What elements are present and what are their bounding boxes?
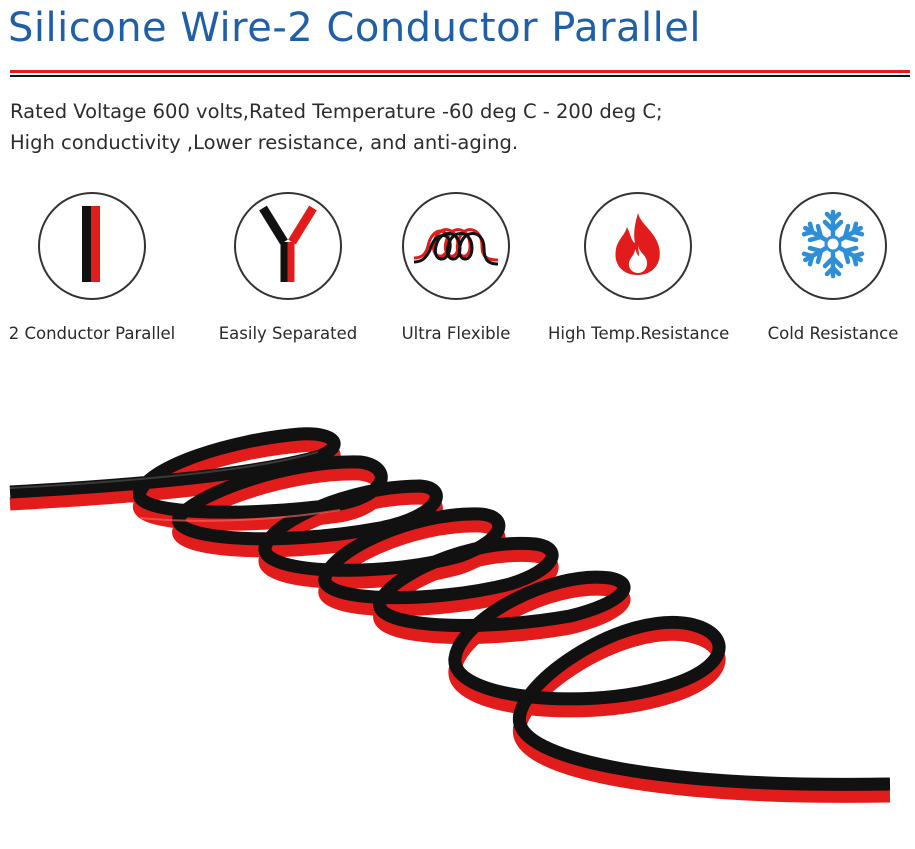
feature-label: Ultra Flexible — [401, 324, 511, 343]
parallel-conductor-icon — [72, 204, 112, 289]
coiled-wire-illustration — [9, 427, 891, 803]
feature-label: Easily Separated — [218, 324, 358, 343]
product-wire-image — [0, 400, 915, 844]
description-line-2: High conductivity ,Lower resistance, and… — [10, 131, 519, 154]
feature-label: 2 Conductor Parallel — [8, 324, 176, 343]
page-title: Silicone Wire-2 Conductor Parallel — [8, 5, 701, 51]
feature-label: Cold Resistance — [767, 324, 899, 343]
description: Rated Voltage 600 volts,Rated Temperatur… — [10, 96, 910, 158]
separated-wire-icon — [253, 202, 323, 291]
feature-label: High Temp.Resistance — [548, 324, 730, 343]
title-underline-red — [10, 70, 910, 73]
feature-circle — [234, 192, 342, 300]
coiled-wire-icon — [412, 214, 500, 279]
feature-separated: Easily Separated — [198, 192, 378, 343]
feature-cold: Cold Resistance — [743, 192, 915, 343]
feature-circle — [584, 192, 692, 300]
feature-circle — [402, 192, 510, 300]
description-line-1: Rated Voltage 600 volts,Rated Temperatur… — [10, 100, 663, 123]
feature-circle — [38, 192, 146, 300]
feature-circle — [779, 192, 887, 300]
flame-icon — [611, 211, 665, 282]
snowflake-icon — [795, 206, 871, 287]
title-underline-black — [10, 75, 910, 77]
feature-flexible: Ultra Flexible — [366, 192, 546, 343]
feature-parallel: 2 Conductor Parallel — [2, 192, 182, 343]
feature-high-temp: High Temp.Resistance — [548, 192, 730, 343]
